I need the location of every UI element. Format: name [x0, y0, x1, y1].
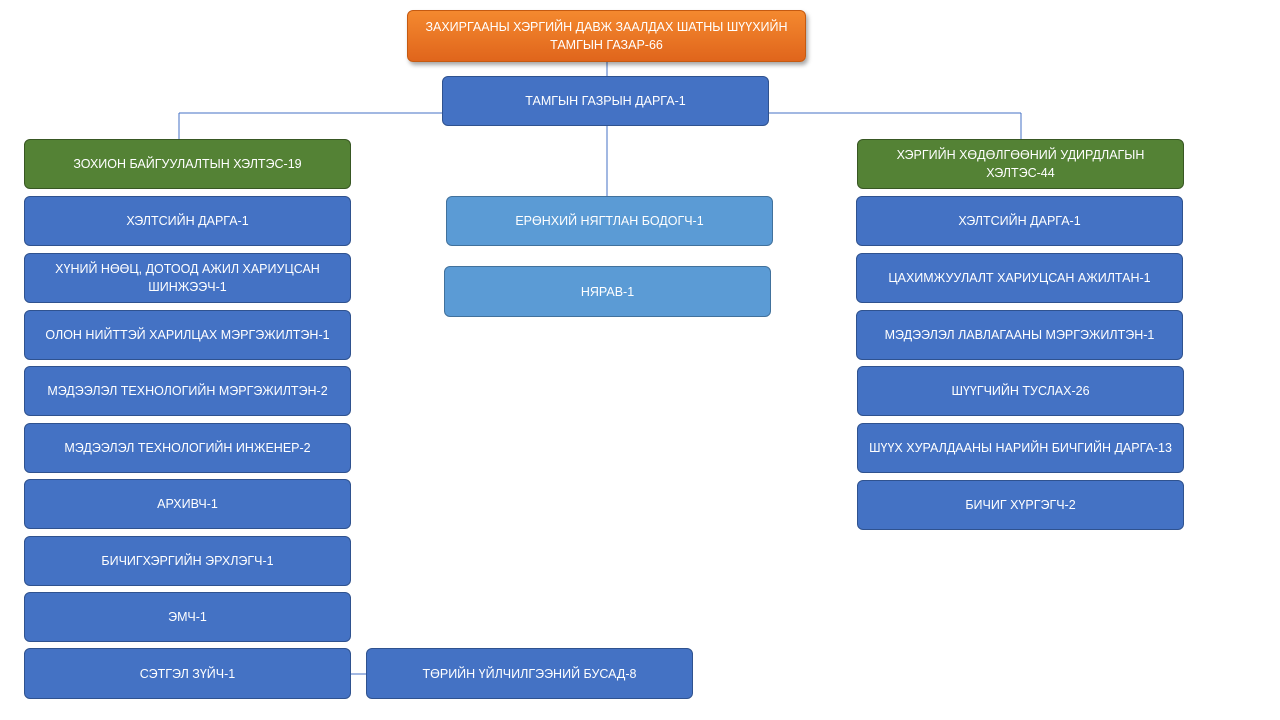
- node-label: БИЧИГХЭРГИЙН ЭРХЛЭГЧ-1: [101, 554, 274, 568]
- left-header-label: ЗОХИОН БАЙГУУЛАЛТЫН ХЭЛТЭС-19: [73, 157, 302, 171]
- right-node: ШҮҮГЧИЙН ТУСЛАХ-26: [857, 366, 1184, 416]
- right-node: ЦАХИМЖУУЛАЛТ ХАРИУЦСАН АЖИЛТАН-1: [856, 253, 1183, 303]
- node-label: АРХИВЧ-1: [157, 497, 218, 511]
- left-side-node: ТӨРИЙН ҮЙЛЧИЛГЭЭНИЙ БУСАД-8: [366, 648, 693, 699]
- node-label: МЭДЭЭЛЭЛ ЛАВЛАГААНЫ МЭРГЭЖИЛТЭН-1: [884, 328, 1155, 342]
- node-label: ЭМЧ-1: [168, 610, 207, 624]
- node-label: НЯРАВ-1: [580, 284, 635, 299]
- head-node: ТАМГЫН ГАЗРЫН ДАРГА-1: [442, 76, 769, 126]
- root-label: ЗАХИРГААНЫ ХЭРГИЙН ДАВЖ ЗААЛДАХ ШАТНЫ ШҮ…: [425, 20, 788, 52]
- node-label: СЭТГЭЛ ЗҮЙЧ-1: [139, 666, 236, 681]
- right-node: МЭДЭЭЛЭЛ ЛАВЛАГААНЫ МЭРГЭЖИЛТЭН-1: [856, 310, 1183, 360]
- left-node: ХЭЛТСИЙН ДАРГА-1: [24, 196, 351, 246]
- right-department-header: ХЭРГИЙН ХӨДӨЛГӨӨНИЙ УДИРДЛАГЫН ХЭЛТЭС-44: [857, 139, 1184, 189]
- left-node: СЭТГЭЛ ЗҮЙЧ-1: [24, 648, 351, 699]
- node-label: ТӨРИЙН ҮЙЛЧИЛГЭЭНИЙ БУСАД-8: [422, 666, 637, 681]
- node-label: МЭДЭЭЛЭЛ ТЕХНОЛОГИЙН ИНЖЕНЕР-2: [64, 441, 311, 455]
- center-node: НЯРАВ-1: [444, 266, 771, 317]
- node-label: МЭДЭЭЛЭЛ ТЕХНОЛОГИЙН МЭРГЭЖИЛТЭН-2: [47, 384, 328, 398]
- left-department-header: ЗОХИОН БАЙГУУЛАЛТЫН ХЭЛТЭС-19: [24, 139, 351, 189]
- node-label: БИЧИГ ХҮРГЭГЧ-2: [965, 498, 1076, 512]
- right-node: ХЭЛТСИЙН ДАРГА-1: [856, 196, 1183, 246]
- root-node: ЗАХИРГААНЫ ХЭРГИЙН ДАВЖ ЗААЛДАХ ШАТНЫ ШҮ…: [407, 10, 806, 62]
- node-label: ЦАХИМЖУУЛАЛТ ХАРИУЦСАН АЖИЛТАН-1: [888, 271, 1151, 285]
- left-node: ХҮНИЙ НӨӨЦ, ДОТООД АЖИЛ ХАРИУЦСАН ШИНЖЭЭ…: [24, 253, 351, 303]
- node-label: ОЛОН НИЙТТЭЙ ХАРИЛЦАХ МЭРГЭЖИЛТЭН-1: [45, 328, 330, 342]
- head-label: ТАМГЫН ГАЗРЫН ДАРГА-1: [525, 94, 686, 108]
- node-label: ШҮҮХ ХУРАЛДААНЫ НАРИЙН БИЧГИЙН ДАРГА-13: [869, 441, 1172, 455]
- node-label: ХЭЛТСИЙН ДАРГА-1: [126, 214, 249, 228]
- right-header-label: ХЭРГИЙН ХӨДӨЛГӨӨНИЙ УДИРДЛАГЫН ХЭЛТЭС-44: [896, 148, 1145, 180]
- left-node: БИЧИГХЭРГИЙН ЭРХЛЭГЧ-1: [24, 536, 351, 586]
- left-node: ЭМЧ-1: [24, 592, 351, 642]
- center-node: ЕРӨНХИЙ НЯГТЛАН БОДОГЧ-1: [446, 196, 773, 246]
- right-node: БИЧИГ ХҮРГЭГЧ-2: [857, 480, 1184, 530]
- left-node: МЭДЭЭЛЭЛ ТЕХНОЛОГИЙН ИНЖЕНЕР-2: [24, 423, 351, 473]
- right-node: ШҮҮХ ХУРАЛДААНЫ НАРИЙН БИЧГИЙН ДАРГА-13: [857, 423, 1184, 473]
- node-label: ШҮҮГЧИЙН ТУСЛАХ-26: [951, 384, 1090, 398]
- node-label: ХЭЛТСИЙН ДАРГА-1: [958, 214, 1081, 228]
- node-label: ХҮНИЙ НӨӨЦ, ДОТООД АЖИЛ ХАРИУЦСАН ШИНЖЭЭ…: [55, 262, 320, 294]
- left-node: МЭДЭЭЛЭЛ ТЕХНОЛОГИЙН МЭРГЭЖИЛТЭН-2: [24, 366, 351, 416]
- node-label: ЕРӨНХИЙ НЯГТЛАН БОДОГЧ-1: [515, 214, 704, 228]
- left-node: ОЛОН НИЙТТЭЙ ХАРИЛЦАХ МЭРГЭЖИЛТЭН-1: [24, 310, 351, 360]
- left-node: АРХИВЧ-1: [24, 479, 351, 529]
